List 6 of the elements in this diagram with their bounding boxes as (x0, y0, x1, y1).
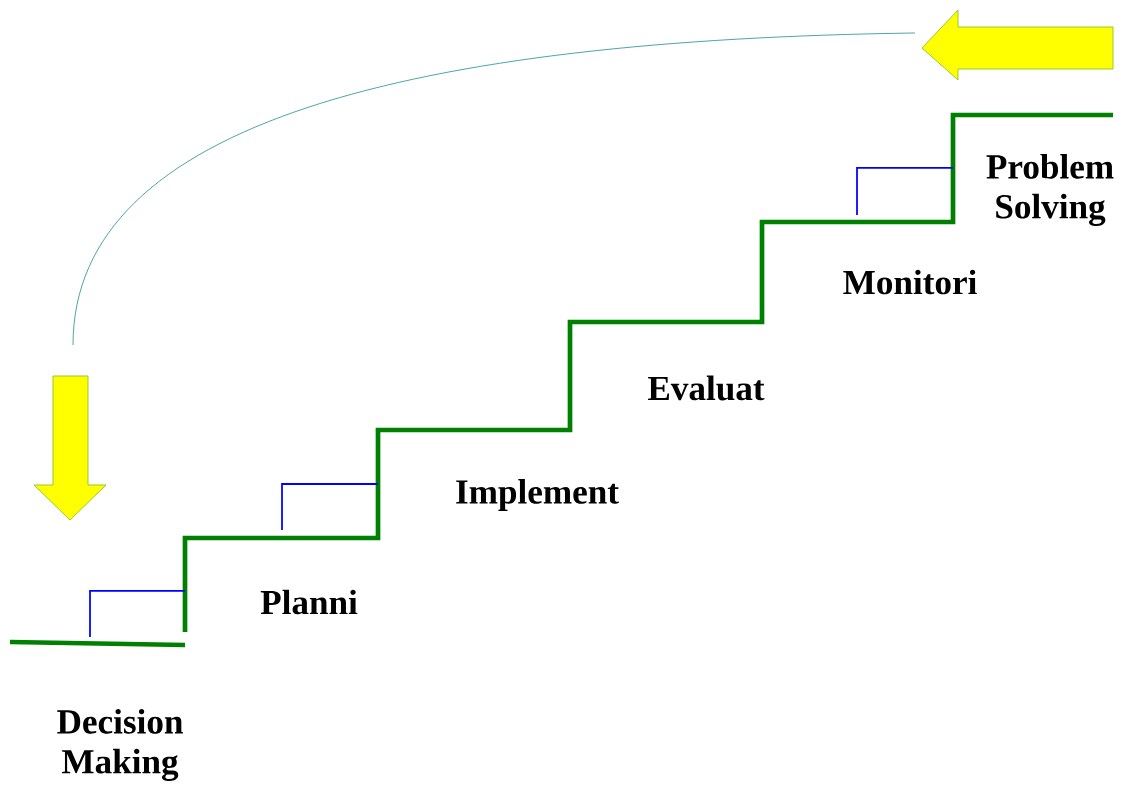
step-label: Monitori (843, 269, 977, 295)
step-label: Planni (260, 589, 358, 615)
step-label: Problem Solving (986, 154, 1114, 226)
step-label: Implement (456, 479, 619, 511)
step-label: Evaluat (648, 375, 765, 401)
step-label: Decision Making (57, 709, 183, 781)
